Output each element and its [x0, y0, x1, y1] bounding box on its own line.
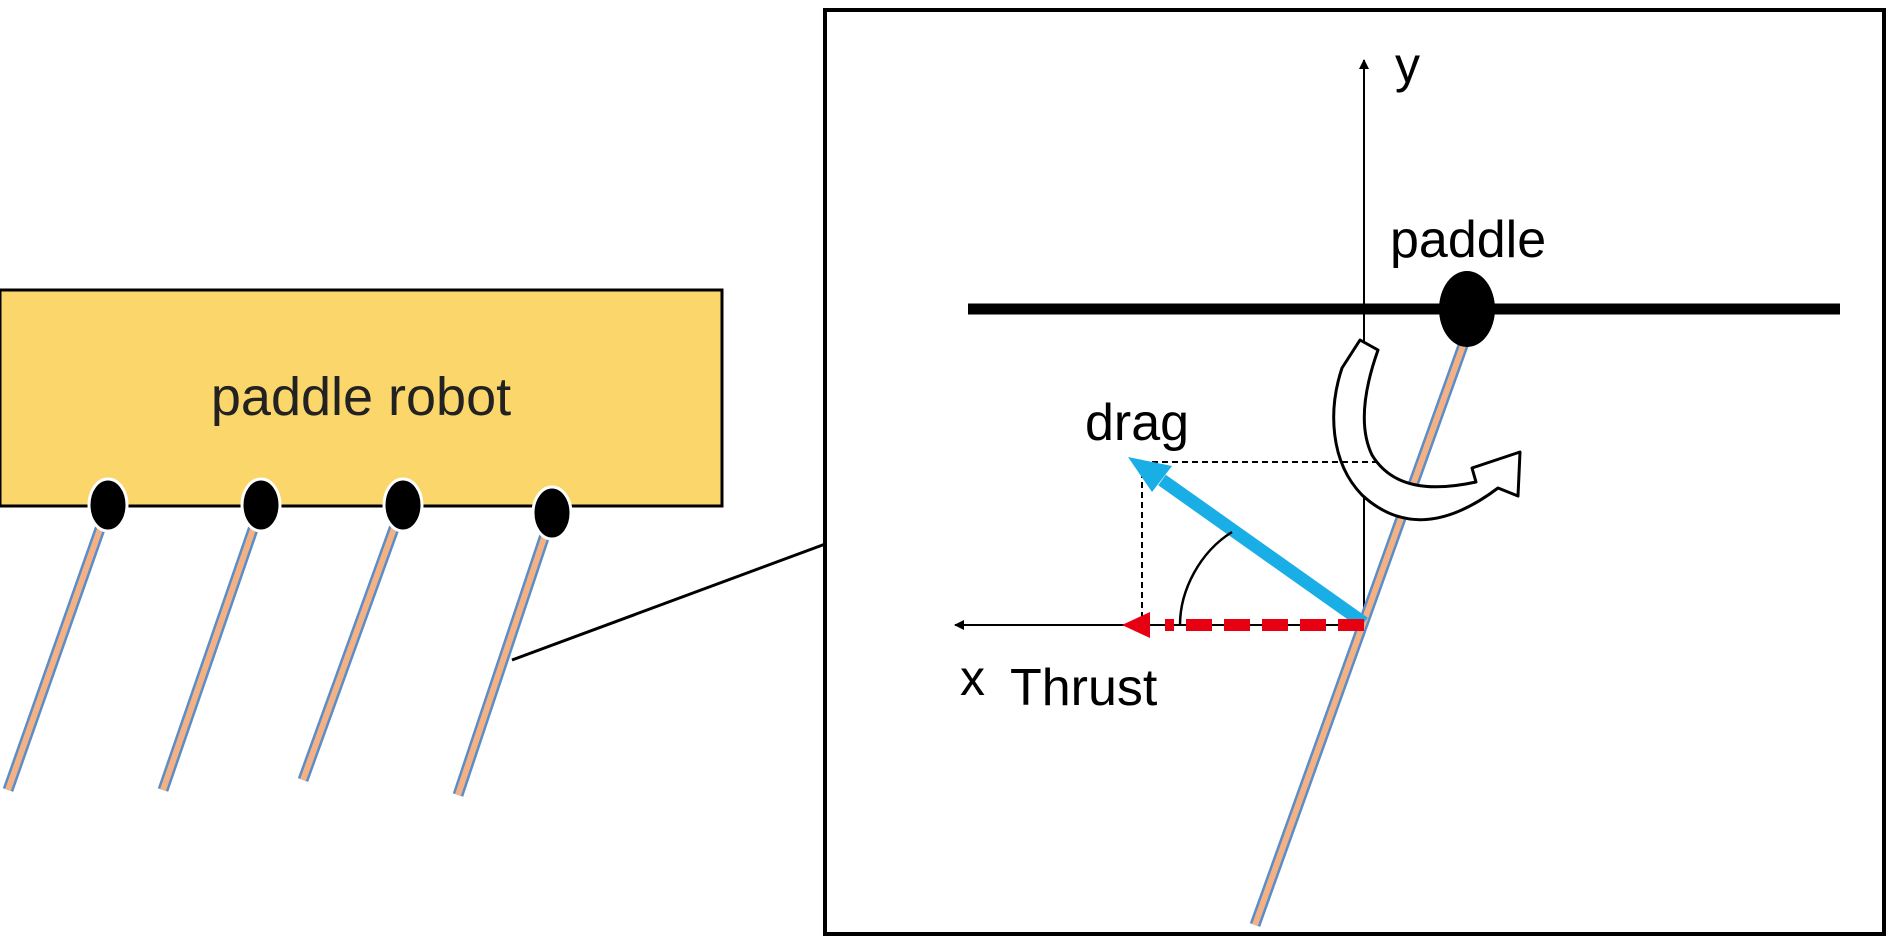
paddle-2 — [157, 477, 282, 792]
paddle-joint — [1439, 271, 1495, 347]
robot-side-view: paddle robot — [0, 288, 724, 797]
paddle-4 — [452, 485, 573, 797]
rotation-arrow — [1332, 338, 1522, 522]
zoom-connector-line — [511, 541, 829, 662]
thrust-label: Thrust — [1010, 659, 1158, 717]
robot-label: paddle robot — [211, 367, 511, 427]
drag-label: drag — [1085, 394, 1189, 452]
x-axis-label: x — [960, 650, 985, 706]
paddle-detail-view: y x paddle drag Thrust — [823, 8, 1886, 936]
paddle-joint — [382, 477, 424, 533]
thrust-vector — [1122, 612, 1364, 638]
paddle-label: paddle — [1390, 211, 1546, 269]
paddle-1 — [2, 477, 129, 792]
robot-body — [0, 288, 724, 508]
paddle-rod — [1249, 338, 1471, 927]
paddle-3 — [297, 477, 424, 782]
drag-angle-arc — [1178, 530, 1233, 626]
y-axis-label: y — [1395, 37, 1420, 93]
paddle-joint — [87, 477, 129, 533]
paddle-joint — [531, 485, 573, 541]
paddle-joint — [240, 477, 282, 533]
drag-vector — [1128, 457, 1368, 629]
